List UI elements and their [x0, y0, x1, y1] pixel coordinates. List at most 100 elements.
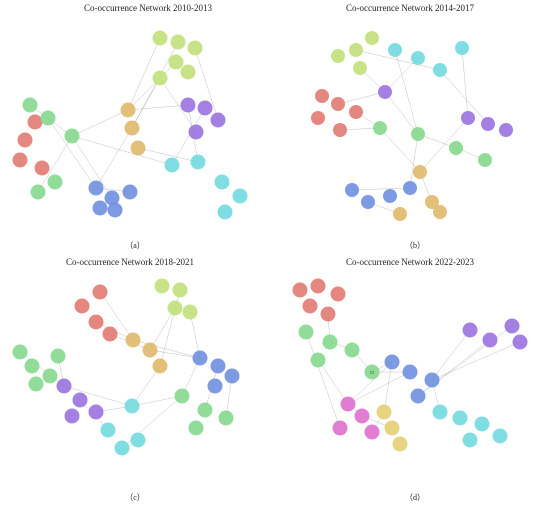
network-node — [168, 54, 184, 70]
network-edge — [189, 311, 201, 359]
panel-d-caption: （d） — [405, 493, 425, 502]
network-node — [331, 49, 345, 63]
panel-c-title: Co-occurrence Network 2018-2021 — [66, 257, 194, 267]
network-edge — [347, 371, 411, 405]
network-node — [164, 157, 180, 173]
network-node — [224, 368, 240, 384]
network-edge — [19, 351, 65, 387]
network-edge — [305, 331, 341, 429]
network-node — [512, 334, 528, 350]
network-node — [322, 334, 338, 350]
network-node — [167, 300, 183, 316]
network-node — [120, 102, 136, 118]
network-node — [100, 422, 116, 438]
network-node — [499, 123, 513, 137]
network-edge — [159, 77, 197, 133]
network-node — [152, 358, 168, 374]
network-node — [232, 188, 248, 204]
network-edge — [355, 49, 441, 71]
network-node — [102, 326, 118, 342]
network-node — [42, 368, 58, 384]
network-node — [88, 314, 104, 330]
network-edge — [347, 361, 393, 405]
network-node — [320, 306, 336, 322]
network-node — [413, 165, 427, 179]
network-node — [64, 408, 80, 424]
network-node — [56, 378, 72, 394]
network-edge — [431, 329, 471, 381]
network-edge — [409, 133, 419, 189]
network-node — [214, 174, 230, 190]
network-node — [310, 352, 326, 368]
network-node — [504, 318, 520, 334]
panel-a: Co-occurrence Network 2010-2013 （a） — [12, 3, 248, 250]
network-node — [88, 404, 104, 420]
network-node — [47, 174, 63, 190]
network-node — [72, 392, 88, 408]
panel-b: Co-occurrence Network 2014-2017 （b） — [311, 3, 513, 250]
network-node — [410, 388, 426, 404]
network-edge — [461, 47, 469, 119]
network-node — [40, 110, 56, 126]
network-edge — [171, 107, 206, 166]
network-node — [104, 190, 120, 206]
network-node — [88, 180, 104, 196]
network-node — [482, 332, 498, 348]
network-node — [50, 348, 66, 364]
network-node — [154, 278, 170, 294]
network-node — [122, 184, 138, 200]
panel-c-network — [12, 278, 240, 456]
network-edge — [337, 91, 386, 105]
network-node — [197, 100, 213, 116]
network-edge — [131, 365, 161, 407]
network-edge — [131, 41, 179, 129]
network-node — [210, 112, 226, 128]
network-node — [22, 97, 38, 113]
network-node — [310, 278, 326, 294]
network-node — [30, 184, 46, 200]
network-node — [130, 432, 146, 448]
network-node — [462, 432, 478, 448]
network-edge — [131, 395, 183, 407]
network-node — [124, 120, 140, 136]
network-edge — [63, 385, 133, 407]
network-node — [433, 63, 447, 77]
network-edge — [127, 104, 189, 111]
network-node — [378, 85, 392, 99]
network-node — [188, 124, 204, 140]
network-edge — [131, 77, 161, 129]
network-edge — [419, 117, 469, 173]
network-edge — [127, 37, 161, 111]
node-label: 12 — [370, 369, 375, 374]
network-node — [392, 436, 408, 452]
node-layer — [311, 31, 513, 221]
network-node — [27, 114, 43, 130]
network-node — [452, 410, 468, 426]
network-node — [449, 141, 463, 155]
panel-a-title: Co-occurrence Network 2010-2013 — [84, 3, 212, 13]
network-edge — [137, 147, 199, 163]
network-edge — [132, 339, 201, 359]
panel-b-caption: （b） — [405, 241, 425, 250]
network-node — [152, 70, 168, 86]
edge-layer — [29, 37, 219, 199]
network-node — [92, 200, 108, 216]
network-edge — [127, 61, 177, 111]
panel-c: Co-occurrence Network 2018-2021 （c） — [12, 257, 240, 502]
network-node — [461, 111, 475, 125]
panel-c-caption: （c） — [125, 493, 145, 502]
network-node — [411, 51, 425, 65]
node-layer — [12, 30, 248, 220]
network-node — [142, 342, 158, 358]
network-node — [217, 204, 233, 220]
network-node — [187, 40, 203, 56]
network-node — [292, 282, 308, 298]
network-node — [388, 43, 402, 57]
network-node — [383, 189, 397, 203]
network-node — [384, 354, 400, 370]
network-edge — [194, 47, 219, 121]
network-edge — [384, 57, 419, 93]
network-node — [207, 378, 223, 394]
network-node — [12, 344, 28, 360]
